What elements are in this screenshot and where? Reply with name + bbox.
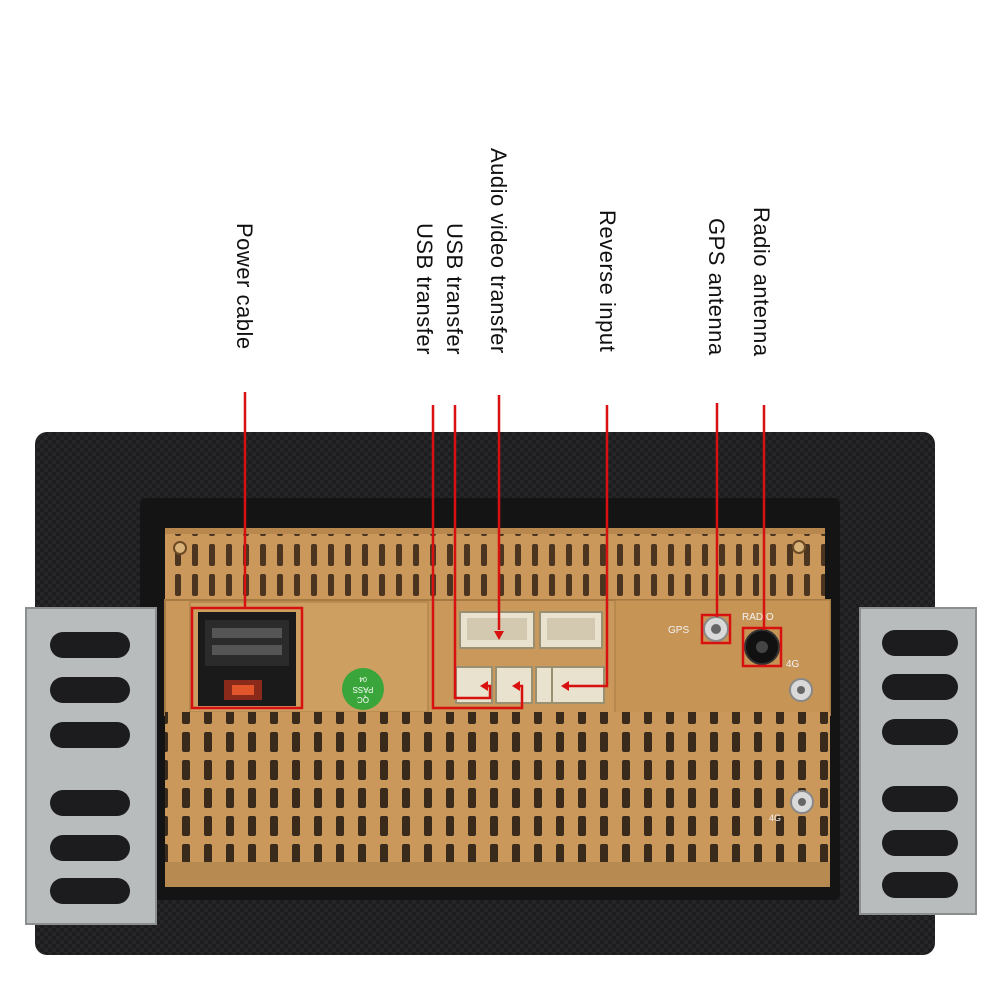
reverse-leader-line — [566, 405, 609, 688]
gps-port-highlight — [700, 613, 732, 645]
av-arrow — [494, 631, 504, 640]
label-usb-transfer-1: USB transfer — [412, 223, 437, 355]
label-gps-antenna: GPS antenna — [704, 218, 729, 356]
reverse-arrow — [561, 681, 569, 691]
screw-right — [792, 540, 806, 554]
gps-port-label: GPS — [668, 625, 689, 636]
4g-label-upper: 4G — [786, 659, 800, 670]
power-highlight-box — [190, 606, 304, 710]
mounting-bracket-right — [859, 607, 977, 915]
mounting-bracket-left — [25, 607, 157, 925]
label-audio-video-transfer: Audio video transfer — [486, 148, 511, 354]
radio-port-label: RADIO — [742, 612, 774, 623]
usb2-arrow — [480, 681, 488, 691]
av-connectors — [459, 611, 603, 649]
qc-line-2: PASS — [353, 685, 374, 694]
label-radio-antenna: Radio antenna — [749, 207, 774, 357]
power-connector — [198, 612, 296, 706]
label-power-cable: Power cable — [232, 223, 257, 350]
housing-top-edge — [165, 528, 825, 534]
housing-bottom-edge — [165, 862, 830, 887]
usb1-arrow — [512, 681, 520, 691]
housing-bottom-grill — [165, 712, 830, 887]
label-usb-transfer-2: USB transfer — [442, 223, 467, 355]
label-reverse-input: Reverse input — [595, 210, 620, 353]
qc-line-1: QC — [357, 695, 369, 704]
radio-port-highlight — [741, 626, 783, 668]
4g-port-upper — [789, 678, 813, 702]
qc-pass-sticker: QC PASS 04 — [342, 668, 384, 710]
gps-port — [703, 616, 729, 642]
housing-top-plate — [165, 528, 825, 605]
4g-label-lower: 4G — [769, 813, 781, 823]
radio-port — [744, 629, 780, 665]
4g-port-lower — [790, 790, 814, 814]
screw-left — [173, 541, 187, 555]
qc-line-3: 04 — [359, 675, 367, 682]
